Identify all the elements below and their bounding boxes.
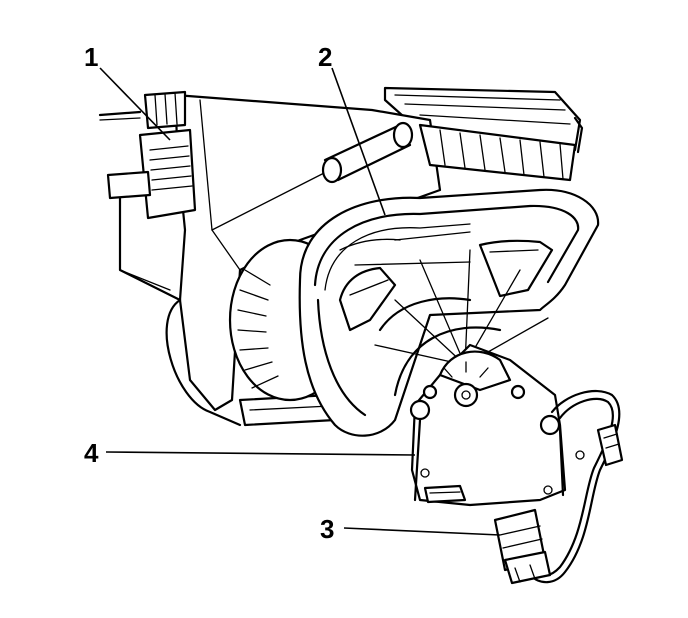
mode-door-plate — [298, 188, 600, 437]
leader-line-3 — [343, 527, 501, 536]
callout-2: 2 — [318, 42, 333, 72]
wire-harness — [528, 390, 624, 584]
harness-connector — [493, 508, 552, 585]
intake-grille — [418, 123, 577, 182]
callout-4: 4 — [84, 438, 99, 468]
door-linkage-spokes — [374, 249, 549, 397]
coolant-tube — [321, 121, 414, 184]
leader-line-4 — [105, 451, 416, 456]
electrical-connector — [98, 90, 197, 220]
callout-3: 3 — [320, 514, 335, 544]
leader-line-1 — [99, 67, 171, 141]
leader-line-2 — [331, 67, 386, 216]
callout-1: 1 — [84, 42, 99, 72]
mode-door-actuator — [409, 343, 585, 507]
